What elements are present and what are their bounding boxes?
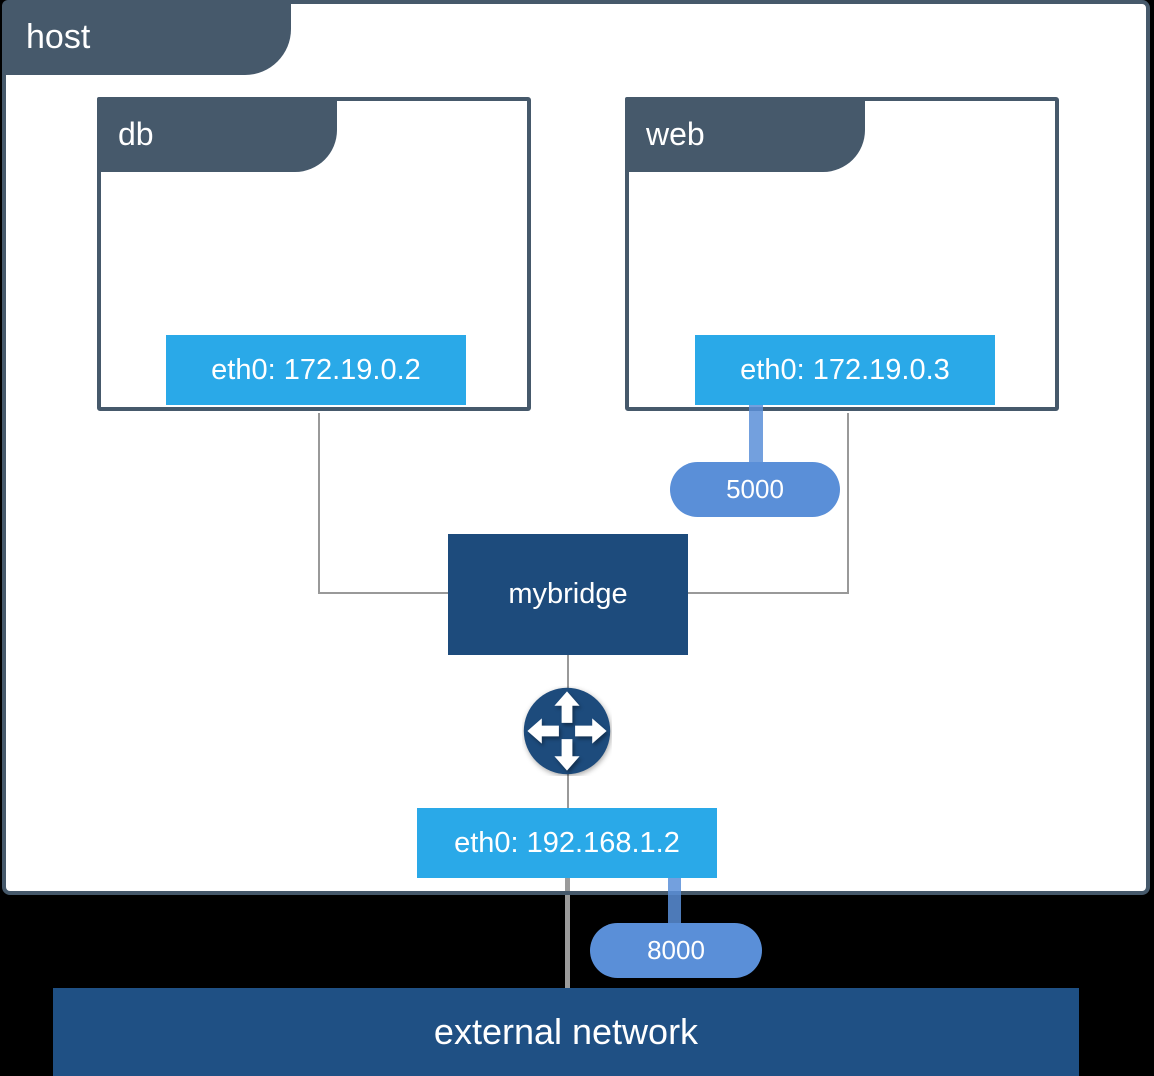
- iface-label-host: eth0: 192.168.1.2: [417, 808, 717, 878]
- port-pill-5000: 5000: [670, 462, 840, 517]
- external-network-label: external network: [433, 1011, 699, 1052]
- container-tab-web: web: [625, 97, 865, 172]
- move-arrows-router-icon: [523, 687, 611, 775]
- host-tab: host: [2, 0, 291, 75]
- port-pill-5000-label: 5000: [726, 474, 784, 504]
- port-pill-8000-label: 8000: [647, 935, 705, 965]
- connector-hostiface-to-external-inner: [565, 877, 570, 891]
- connector-web-to-bridge-vertical: [847, 413, 849, 593]
- iface-text-host: eth0: 192.168.1.2: [454, 826, 680, 859]
- container-tab-db: db: [97, 97, 337, 172]
- iface-label-web: eth0: 172.19.0.3: [695, 335, 995, 405]
- bridge-box: mybridge: [448, 534, 688, 655]
- host-label: host: [26, 18, 91, 56]
- port-pill-8000: 8000: [590, 923, 762, 978]
- container-label-web: web: [646, 116, 705, 152]
- portmap-line-5000: [749, 403, 763, 465]
- connector-web-to-bridge-horizontal: [688, 592, 849, 594]
- iface-label-db: eth0: 172.19.0.2: [166, 335, 466, 405]
- iface-text-db: eth0: 172.19.0.2: [211, 353, 421, 386]
- external-network-bar: external network: [53, 988, 1079, 1076]
- container-label-db: db: [118, 116, 154, 152]
- connector-db-to-bridge-horizontal: [318, 592, 450, 594]
- bridge-label: mybridge: [508, 578, 628, 610]
- portmap-line-8000: [668, 875, 681, 927]
- iface-text-web: eth0: 172.19.0.3: [740, 353, 950, 386]
- connector-db-to-bridge-vertical: [318, 413, 320, 593]
- connector-hostiface-to-external-outer: [565, 895, 570, 988]
